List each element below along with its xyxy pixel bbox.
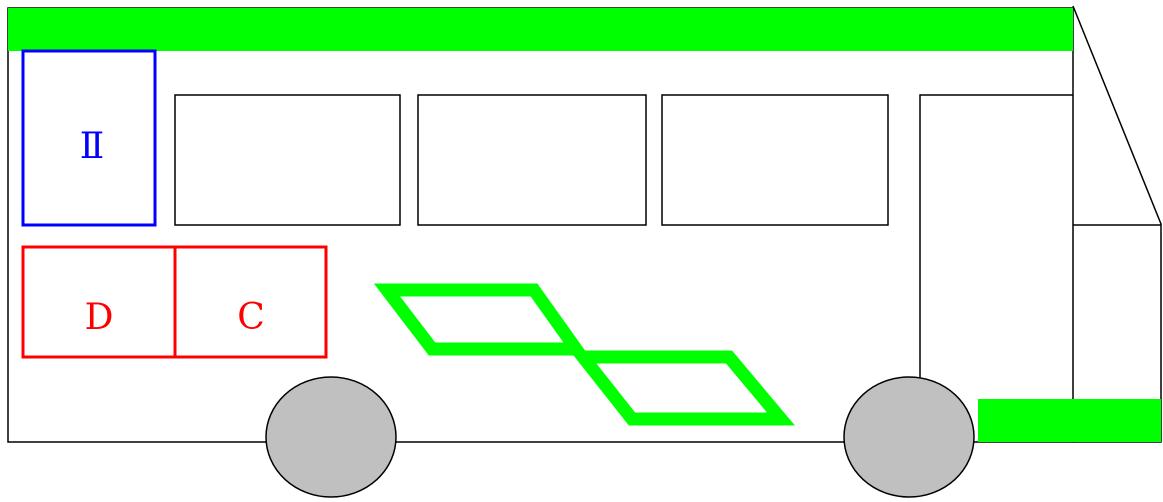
front-wheel bbox=[844, 377, 974, 497]
rear-wheel bbox=[266, 377, 396, 497]
blue-box-label: Ⅱ bbox=[80, 126, 104, 167]
front-bumper bbox=[978, 399, 1161, 442]
red-box-left-label: D bbox=[85, 297, 114, 338]
bus-front-outline bbox=[1073, 6, 1161, 442]
red-box-right-label: C bbox=[237, 297, 265, 338]
roof-stripe bbox=[8, 8, 1073, 51]
